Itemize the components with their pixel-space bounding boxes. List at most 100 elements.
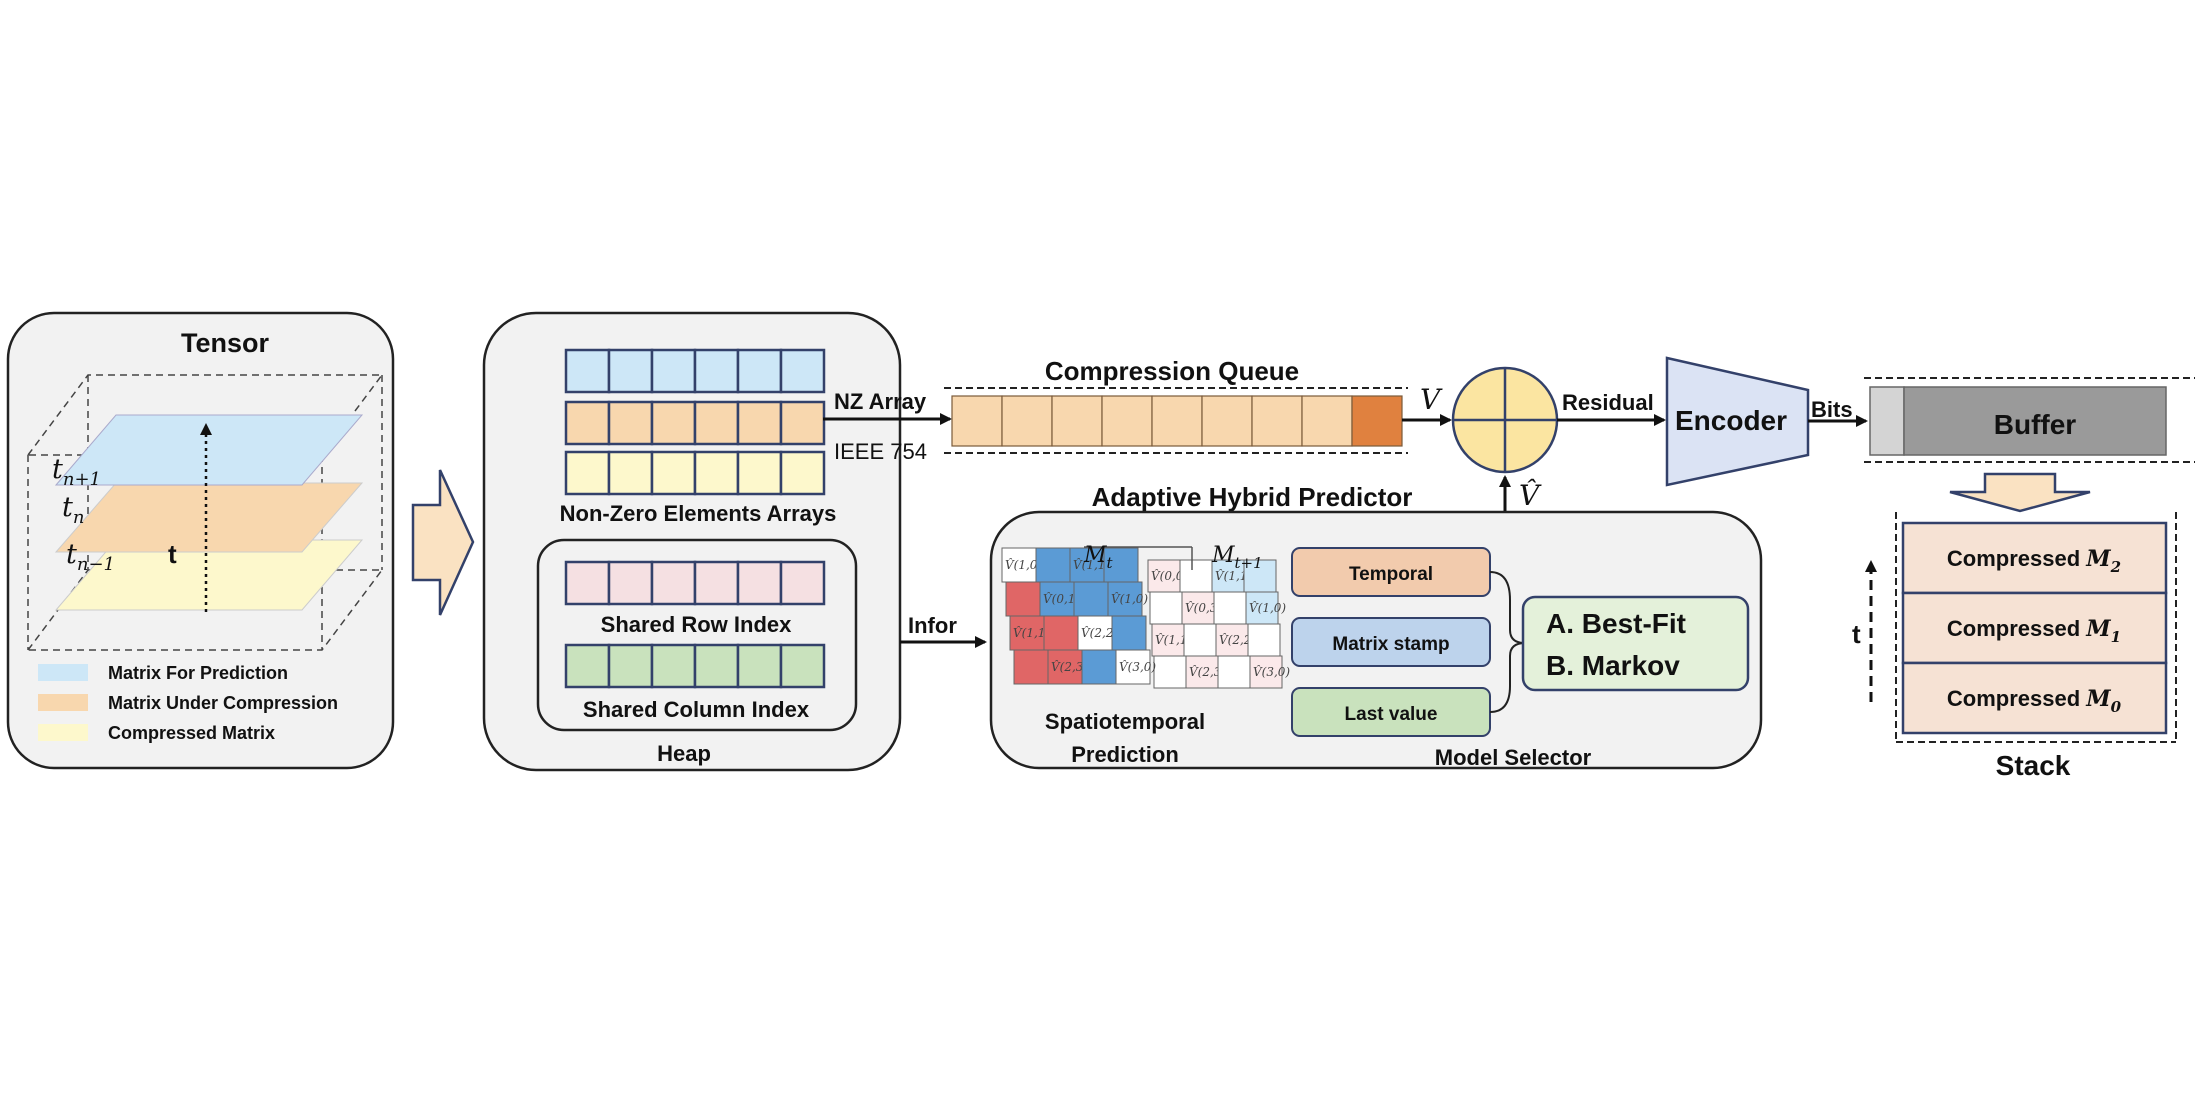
nz-array-orange: [564, 400, 826, 446]
bits-label: Bits: [1811, 397, 1853, 422]
spatio-label-line1: Spatiotemporal: [1045, 709, 1205, 734]
grid-cell-label: V̂(1,1): [1155, 632, 1192, 647]
tensor-time-label: t: [168, 539, 177, 569]
block-arrow-buffer-to-stack: [1949, 472, 2091, 513]
grid-cell: [1179, 559, 1213, 593]
grid-m-t-plus-1: V̂(0,0)V̂(1,1)V̂(0,3)V̂(1,0)V̂(1,1)V̂(2,…: [1147, 559, 1290, 689]
predictor-panel: Adaptive Hybrid Predictor V̂(0,0)V̂(1,1)…: [989, 482, 1763, 770]
legend-label-prediction: Matrix For Prediction: [108, 663, 288, 683]
stack-item: [1901, 591, 2168, 665]
model-selector-label: Model Selector: [1435, 745, 1592, 770]
heap-label: Heap: [657, 741, 711, 766]
buffer-block: Buffer: [1864, 377, 2195, 463]
grid-cell-label: V̂(2,3): [1051, 659, 1088, 674]
nz-yellow-cell: [693, 450, 740, 496]
column-index-cell: [736, 643, 783, 689]
queue-cell: [951, 395, 1003, 447]
nz-yellow-cell: [779, 450, 826, 496]
grid-cell: [1013, 649, 1049, 685]
matrix-t-plus-1-label: Mt+1: [1211, 543, 1263, 572]
grid-cell-label: V̂(2,2): [1081, 625, 1118, 640]
feature-temporal-label: Temporal: [1349, 564, 1433, 585]
nz-orange-cell: [693, 400, 740, 446]
legend-swatch-compressed: [38, 724, 88, 741]
tensor-layer-prediction: [54, 414, 364, 486]
grid-cell: [1181, 591, 1215, 625]
model-box: [1521, 595, 1750, 692]
queue-cell: [1051, 395, 1103, 447]
nz-array-label: NZ Array: [834, 389, 927, 414]
grid-cell: [1043, 615, 1079, 651]
stack-time-label: t: [1852, 619, 1861, 649]
grid-cell-label: V̂(1,0): [1005, 557, 1042, 572]
label-t-n-plus-1: tn+1: [52, 454, 101, 490]
row-index-cell: [779, 560, 826, 606]
infor-label: Infor: [908, 613, 957, 638]
grid-cell-label: V̂(0,1): [1043, 591, 1080, 606]
model-best-fit: A. Best-Fit: [1546, 608, 1686, 639]
nz-orange-cell: [736, 400, 783, 446]
grid-cell: [1035, 547, 1071, 583]
grid-cell: [1149, 591, 1183, 625]
column-index-cell: [564, 643, 611, 689]
row-index-label: Shared Row Index: [601, 612, 792, 637]
buffer-label: Buffer: [1994, 409, 2077, 440]
column-index-label: Shared Column Index: [583, 697, 810, 722]
queue-cell: [1101, 395, 1153, 447]
stack-item-label: Compressed M2: [1947, 546, 2121, 576]
row-index-cell: [564, 560, 611, 606]
tensor-layer-compressed: [54, 539, 364, 611]
queue-cells: [951, 395, 1403, 447]
grid-cell: [1047, 649, 1083, 685]
grid-cell: [1215, 623, 1249, 657]
nz-array-yellow: [564, 450, 826, 496]
grid-cell: [1115, 649, 1151, 685]
row-index-cell: [693, 560, 740, 606]
grid-cell: [1103, 547, 1139, 583]
stack-label: Stack: [1996, 750, 2071, 781]
v-label: V: [1420, 383, 1443, 416]
spatiotemporal-grids: V̂(0,0)V̂(1,1)V̂(0,3)V̂(1,0)V̂(1,1)V̂(2,…: [1001, 543, 1290, 689]
nz-blue-cell: [779, 348, 826, 394]
nz-yellow-cell: [607, 450, 654, 496]
nz-orange-cell: [564, 400, 611, 446]
grid-cell: [1005, 581, 1041, 617]
ieee-label: IEEE 754: [834, 439, 927, 464]
nz-blue-cell: [607, 348, 654, 394]
tensor-layer-under-compression: [54, 482, 364, 553]
nz-blue-cell: [736, 348, 783, 394]
grid-cell-label: V̂(0,0): [1151, 568, 1188, 583]
column-index-cell: [607, 643, 654, 689]
matrix-t-label: Mt: [1083, 543, 1114, 572]
heap-panel: Non-Zero Elements Arrays Shared Row Inde…: [482, 311, 902, 772]
grid-cell-label: V̂(1,1): [1073, 557, 1110, 572]
nz-orange-cell: [779, 400, 826, 446]
grid-cell: [1077, 615, 1113, 651]
queue-cell: [1151, 395, 1203, 447]
queue-title: Compression Queue: [1045, 356, 1299, 386]
grid-cell: [1243, 559, 1277, 593]
grid-cell-label: V̂(1,0): [1111, 591, 1148, 606]
grid-cell: [1217, 655, 1251, 689]
nz-array-blue: [564, 348, 826, 394]
stack-item-label: Compressed M1: [1947, 616, 2121, 646]
grid-cell: [1081, 649, 1117, 685]
queue-cell: [1201, 395, 1253, 447]
queue-cell: [1301, 395, 1353, 447]
grid-cell: [1153, 655, 1187, 689]
row-index-cell: [736, 560, 783, 606]
stack-item-label: Compressed M0: [1947, 686, 2122, 716]
nz-blue-cell: [693, 348, 740, 394]
grid-cell-label: V̂(3,0): [1119, 659, 1156, 674]
legend-swatch-under-compression: [38, 694, 88, 711]
grid-cell: [1247, 623, 1281, 657]
nz-orange-cell: [607, 400, 654, 446]
legend-swatch-prediction: [38, 664, 88, 681]
row-index-cell: [607, 560, 654, 606]
grid-cell: [1111, 615, 1147, 651]
queue-cell: [1351, 395, 1403, 447]
grid-cell: [1107, 581, 1143, 617]
feature-last-value-label: Last value: [1345, 704, 1438, 725]
grid-cell-label: V̂(1,1): [1013, 625, 1050, 640]
